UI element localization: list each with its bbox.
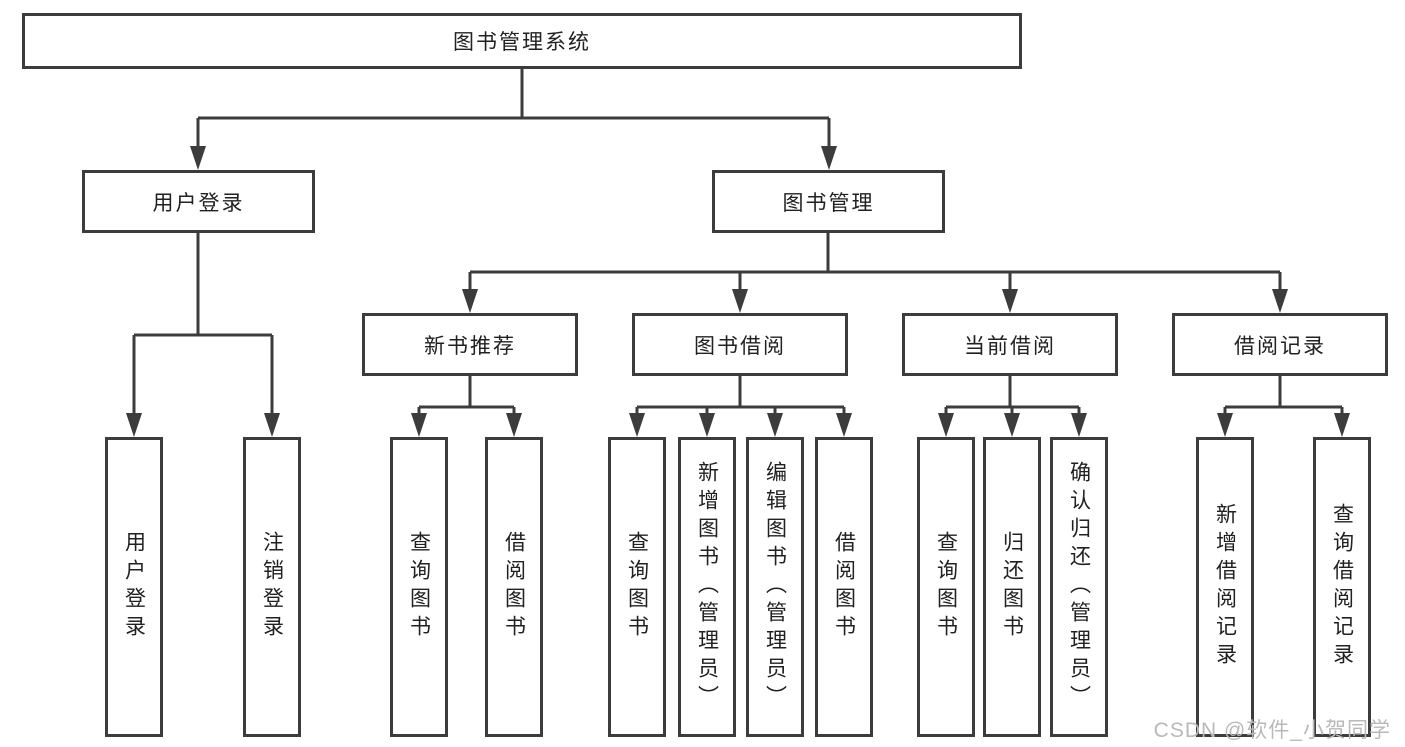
leaf-query-book-borrow: 查询图书 [608,437,666,737]
arrowhead [1071,413,1087,437]
leaf-borrow-book: 借阅图书 [815,437,873,737]
arrowhead [190,146,206,170]
node-borrow-records-label: 借阅记录 [1234,334,1326,358]
node-new-book-recommend: 新书推荐 [362,313,578,376]
node-current-borrow-label: 当前借阅 [964,334,1056,358]
leaf-add-book: 新增图书（管理员） [678,437,736,737]
arrowhead [1004,413,1020,437]
connector-borrow-records [1223,376,1344,415]
leaf-confirm-return: 确认归还（管理员） [1050,437,1108,737]
leaf-query-borrow-record: 查询借阅记录 [1313,437,1371,737]
connector-new-book-recommend [417,376,516,415]
leaf-borrow-book-recommend-label: 借阅图书 [502,531,526,643]
arrowhead [821,146,837,170]
leaf-add-borrow-record-label: 新增借阅记录 [1213,503,1237,671]
arrowheads [126,146,1350,437]
node-user-login-label: 用户登录 [152,191,245,215]
arrowhead [699,413,715,437]
connector-user-login [132,233,274,415]
connector-book-management [468,232,1282,291]
arrowhead [506,413,522,437]
node-book-management: 图书管理 [712,170,945,233]
leaf-user-login: 用户登录 [105,437,163,737]
node-user-login: 用户登录 [82,170,315,233]
node-root-label: 图书管理系统 [453,31,591,54]
watermark: CSDN @软件_小贺同学 [1153,719,1391,742]
arrowhead [126,413,142,437]
arrowhead [411,413,427,437]
leaf-borrow-book-recommend: 借阅图书 [485,437,543,737]
arrowhead [1217,413,1233,437]
arrowhead [732,289,748,313]
node-borrow-records: 借阅记录 [1172,313,1388,376]
node-new-book-recommend-label: 新书推荐 [424,334,516,358]
arrowhead [462,289,478,313]
leaf-query-borrow-record-label: 查询借阅记录 [1330,503,1354,671]
arrowhead [1272,289,1288,313]
leaf-logout-label: 注销登录 [260,531,284,643]
leaf-query-book-recommend: 查询图书 [390,437,448,737]
leaf-edit-book-label: 编辑图书（管理员） [763,461,787,713]
leaf-query-book-current-label: 查询图书 [934,531,958,643]
leaf-query-book-recommend-label: 查询图书 [407,531,431,643]
leaf-edit-book: 编辑图书（管理员） [746,437,804,737]
leaf-query-book-borrow-label: 查询图书 [625,531,649,643]
leaf-return-book: 归还图书 [983,437,1041,737]
leaf-confirm-return-label: 确认归还（管理员） [1067,461,1091,713]
arrowhead [1334,413,1350,437]
node-book-borrow-label: 图书借阅 [694,334,786,358]
connector-current-borrow [944,376,1081,415]
connector-root [196,69,831,148]
leaf-add-book-label: 新增图书（管理员） [695,461,719,713]
leaf-borrow-book-label: 借阅图书 [832,531,856,643]
leaf-query-book-current: 查询图书 [917,437,975,737]
arrowhead [1002,289,1018,313]
node-root: 图书管理系统 [22,13,1022,69]
arrowhead [767,413,783,437]
node-book-borrow: 图书借阅 [632,313,848,376]
leaf-return-book-label: 归还图书 [1000,531,1024,643]
leaf-add-borrow-record: 新增借阅记录 [1196,437,1254,737]
arrowhead [264,413,280,437]
arrowhead [938,413,954,437]
connector-book-borrow [635,376,846,415]
leaf-logout: 注销登录 [243,437,301,737]
leaf-user-login-label: 用户登录 [122,531,146,643]
node-current-borrow: 当前借阅 [902,313,1118,376]
arrowhead [836,413,852,437]
arrowhead [629,413,645,437]
node-book-management-label: 图书管理 [782,191,875,215]
